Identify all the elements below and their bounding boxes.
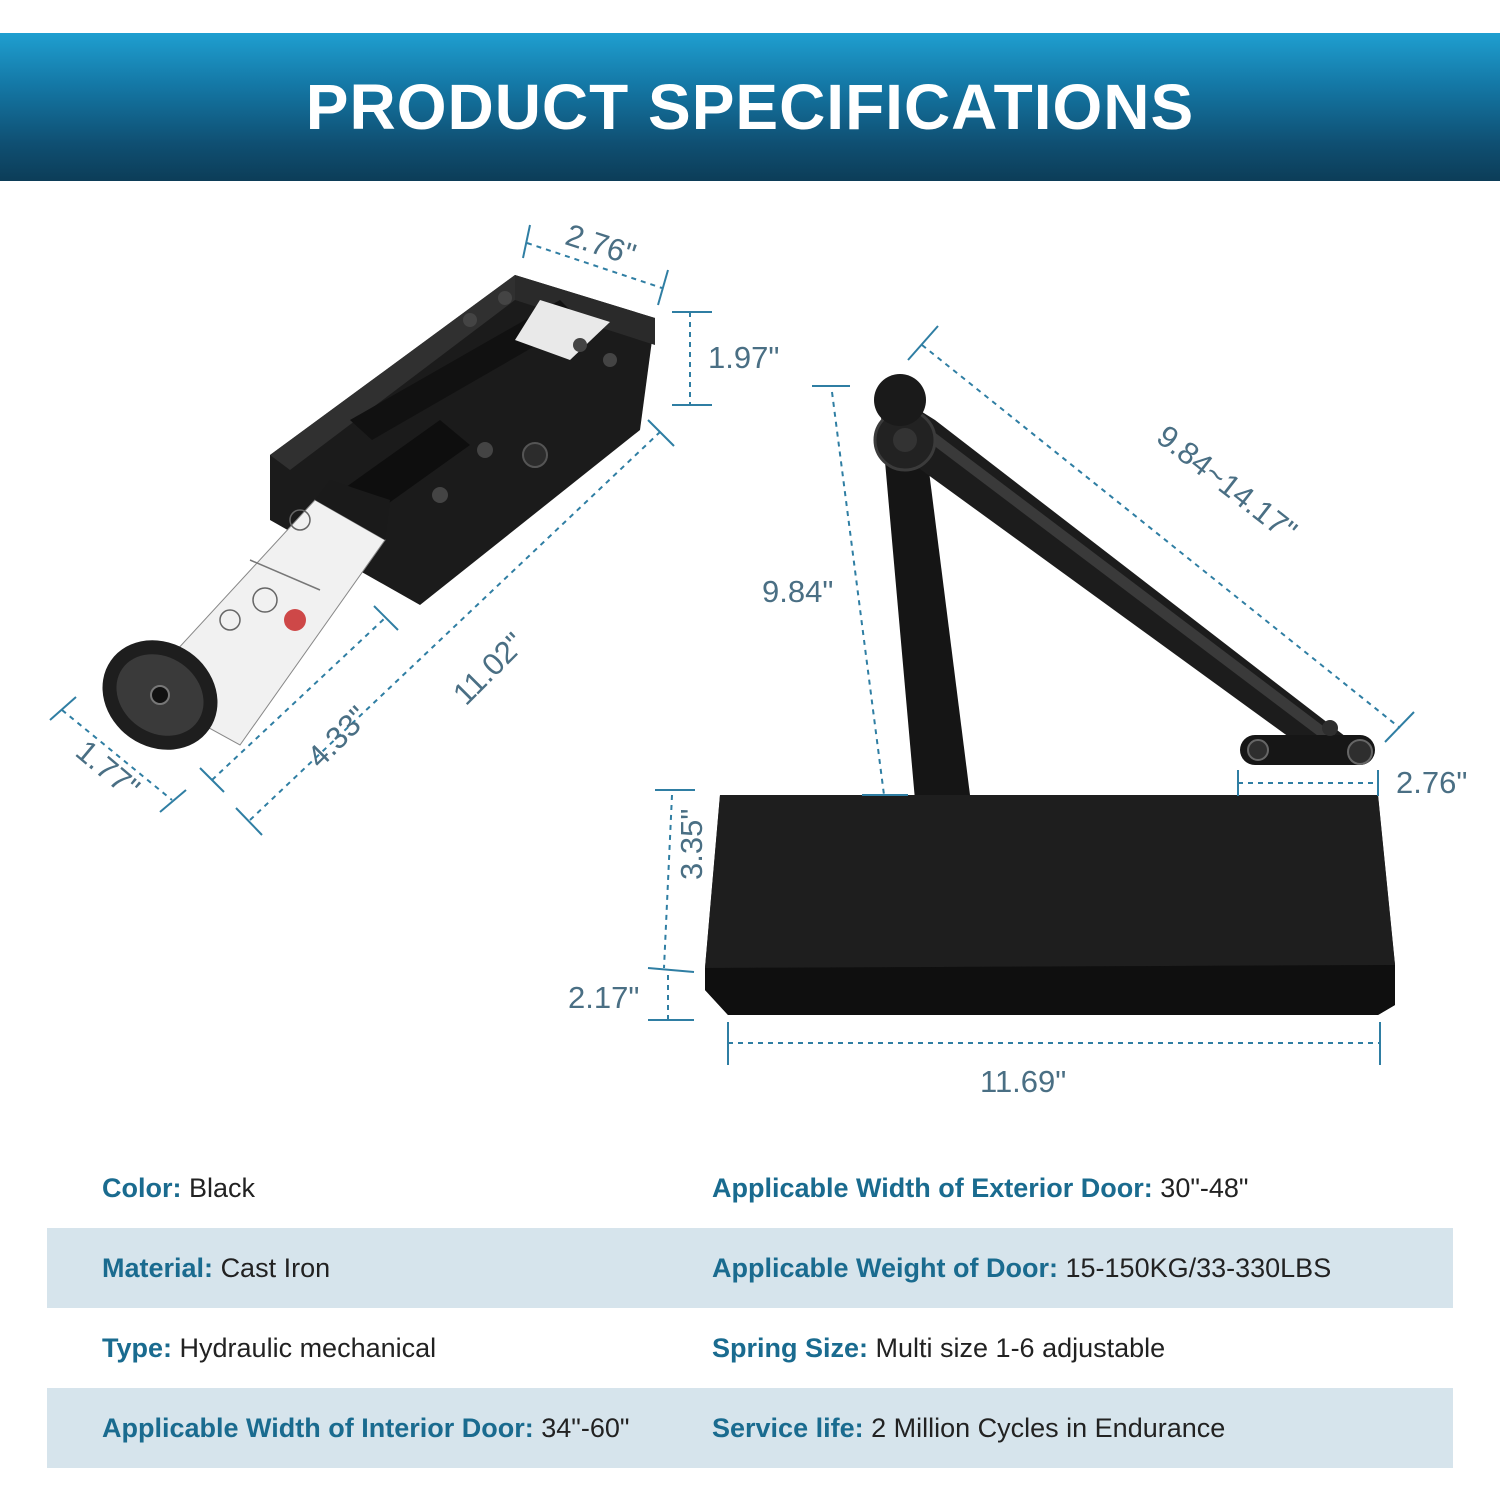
spec-interior-width-label: Applicable Width of Interior Door:: [102, 1412, 534, 1443]
spec-row: Color: Black Applicable Width of Exterio…: [47, 1148, 1453, 1228]
dim-body-width: 2.76": [561, 217, 640, 272]
spec-color-label: Color:: [102, 1172, 182, 1203]
spec-door-weight-label: Applicable Weight of Door:: [712, 1252, 1058, 1283]
spec-material-label: Material:: [102, 1252, 214, 1283]
page-title: PRODUCT SPECIFICATIONS: [305, 71, 1195, 143]
dim-base-height: 2.17": [568, 980, 639, 1015]
spec-exterior-width-label: Applicable Width of Exterior Door:: [712, 1172, 1153, 1203]
spec-type-label: Type:: [102, 1332, 173, 1363]
dim-cover-height: 3.35": [674, 809, 709, 880]
spec-type-value: Hydraulic mechanical: [179, 1332, 437, 1363]
spec-material-value: Cast Iron: [220, 1252, 331, 1283]
spec-color-value: Black: [189, 1172, 256, 1203]
spec-table: Color: Black Applicable Width of Exterio…: [47, 1148, 1453, 1468]
closer-arm-image: [705, 374, 1395, 1015]
spec-row: Applicable Width of Interior Door: 34"-6…: [47, 1388, 1453, 1468]
dim-arm-height: 9.84": [762, 574, 833, 609]
closer-body-image: [102, 275, 655, 750]
spec-service-life-value: 2 Million Cycles in Endurance: [871, 1412, 1226, 1443]
spec-spring-size-label: Spring Size:: [712, 1332, 869, 1363]
dim-arm-reach: 9.84~14.17": [1150, 418, 1303, 548]
spec-interior-width-value: 34"-60": [541, 1412, 630, 1443]
dim-cylinder-diameter: 1.77": [69, 733, 146, 806]
spec-row: Material: Cast Iron Applicable Weight of…: [47, 1228, 1453, 1308]
header-banner: PRODUCT SPECIFICATIONS: [0, 33, 1500, 181]
dim-bracket-width: 2.76": [1396, 765, 1467, 800]
dim-cover-length: 11.69": [980, 1064, 1066, 1099]
spec-service-life-label: Service life:: [712, 1412, 864, 1443]
product-illustration: 2.76" 1.97" 11.02" 4.33" 1.77" 9.84" 9.8…: [49, 217, 1467, 1099]
spec-door-weight-value: 15-150KG/33-330LBS: [1065, 1252, 1332, 1283]
spec-row: Type: Hydraulic mechanical Spring Size: …: [47, 1308, 1453, 1388]
dim-body-height: 1.97": [708, 340, 779, 375]
dim-body-length: 11.02": [446, 626, 532, 712]
dimension-lines: [49, 224, 1415, 1065]
spec-exterior-width-value: 30"-48": [1160, 1172, 1249, 1203]
spec-spring-size-value: Multi size 1-6 adjustable: [875, 1332, 1166, 1363]
